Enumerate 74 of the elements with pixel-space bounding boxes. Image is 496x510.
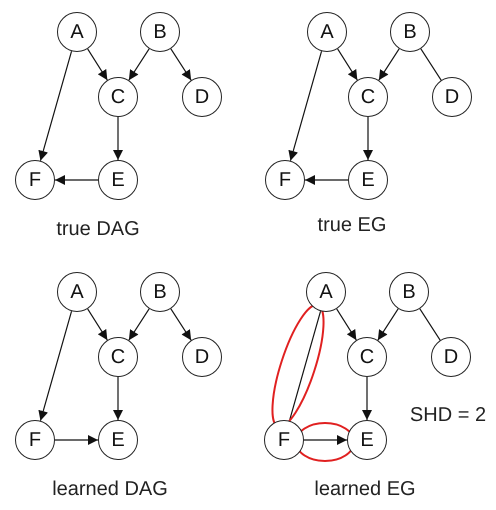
graph-caption: learned DAG [52, 478, 168, 501]
variable-node [347, 337, 387, 377]
variable-node [307, 12, 347, 52]
node-label: E [111, 430, 125, 450]
arrow [170, 308, 192, 341]
node-label: A [70, 282, 84, 302]
arrow [87, 48, 108, 80]
variable-node [98, 160, 138, 200]
variable-node [431, 337, 471, 377]
arrow [128, 48, 150, 81]
arrow [337, 48, 358, 80]
node-label: F [278, 170, 292, 190]
graph-caption: SHD = 2 [410, 404, 486, 427]
arrow [305, 175, 348, 185]
variable-node [265, 160, 305, 200]
variable-node [15, 160, 55, 200]
arrow [38, 51, 72, 161]
node-label: C [360, 347, 374, 367]
node-label: F [28, 170, 42, 190]
arrow [113, 117, 123, 160]
graph-caption: true DAG [56, 218, 140, 241]
node-label: F [28, 430, 42, 450]
node-label: E [361, 170, 375, 190]
graph-caption: learned EG [314, 478, 416, 501]
variable-node [98, 77, 138, 117]
arrow [288, 51, 322, 161]
node-label: C [110, 87, 126, 107]
node-label: E [111, 170, 125, 190]
arrow [87, 308, 108, 340]
variable-node [432, 77, 472, 117]
node-label: E [360, 430, 374, 450]
node-label: B [153, 282, 167, 302]
variable-node [348, 160, 388, 200]
arrow [55, 175, 98, 185]
variable-node [389, 272, 429, 312]
node-label: D [444, 87, 460, 107]
variable-node [15, 420, 55, 460]
node-label: B [402, 282, 416, 302]
node-label: A [70, 22, 84, 42]
node-label: A [320, 22, 334, 42]
arrow [336, 308, 357, 340]
variable-node [140, 12, 180, 52]
variable-node [306, 272, 346, 312]
arrow [128, 308, 150, 341]
variable-node [182, 337, 222, 377]
variable-node [140, 272, 180, 312]
node-label: B [153, 22, 167, 42]
graph-caption: true EG [318, 214, 386, 237]
variable-node [264, 420, 304, 460]
arrow [362, 377, 372, 420]
arrow [377, 308, 399, 341]
variable-node [347, 420, 387, 460]
variable-node [390, 12, 430, 52]
arrow [113, 377, 123, 420]
variable-node [98, 420, 138, 460]
variable-node [348, 77, 388, 117]
variable-node [57, 12, 97, 52]
arrow [378, 48, 400, 81]
arrow [55, 435, 98, 445]
arrow [38, 311, 72, 421]
node-label: C [110, 347, 126, 367]
node-label: D [194, 347, 210, 367]
node-label: B [403, 22, 417, 42]
node-label: F [278, 430, 290, 450]
variable-node [98, 337, 138, 377]
node-label: A [319, 282, 333, 302]
arrow [304, 435, 347, 445]
node-label: D [444, 347, 458, 367]
arrow [363, 117, 373, 160]
variable-node [57, 272, 97, 312]
arrow [170, 48, 192, 81]
node-label: C [360, 87, 376, 107]
variable-node [182, 77, 222, 117]
node-label: D [194, 87, 210, 107]
